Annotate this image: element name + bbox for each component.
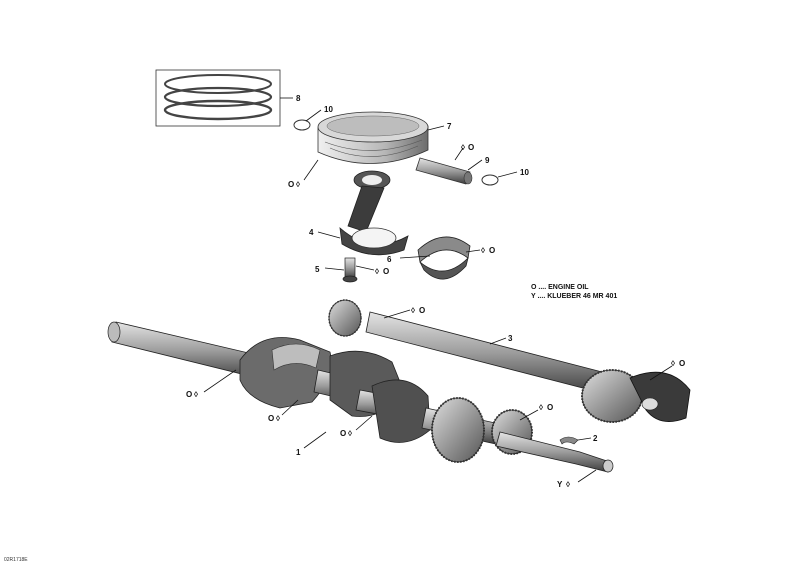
legend-klueber: Y .... KLUEBER 46 MR 401	[531, 293, 617, 300]
lube-mark-bolt: O	[383, 267, 389, 276]
balance-shaft-part	[328, 299, 691, 423]
oil-drop-icon: ◊	[539, 403, 543, 412]
lube-mark-klueber: Y	[557, 480, 563, 489]
woodruff-key-part	[559, 436, 579, 445]
oil-drop-icon: ◊	[375, 267, 379, 276]
lube-mark-crank-gear: O	[547, 403, 553, 412]
oil-drop-icon: ◊	[566, 480, 570, 489]
callout-10-right: 10	[520, 168, 529, 177]
lube-mark-crank-main: O	[186, 390, 192, 399]
piston-part	[317, 111, 429, 164]
oil-drop-icon: ◊	[194, 390, 198, 399]
callout-5: 5	[315, 265, 320, 274]
piston-pin-part	[415, 157, 473, 185]
rod-bearing-part	[417, 236, 471, 280]
oil-drop-icon: ◊	[296, 180, 300, 189]
callout-8: 8	[296, 94, 301, 103]
callout-6: 6	[387, 255, 392, 264]
callout-7: 7	[447, 122, 452, 131]
oil-drop-icon: ◊	[671, 359, 675, 368]
callout-1: 1	[296, 448, 301, 457]
circlip-right-part	[481, 174, 499, 186]
callout-9: 9	[485, 156, 490, 165]
connecting-rod-part	[339, 170, 409, 256]
lube-mark-crank-journal: O	[340, 429, 346, 438]
lube-mark-crank-pin: O	[268, 414, 274, 423]
lubricant-legend: O .... ENGINE OIL Y .... KLUEBER 46 MR 4…	[531, 284, 617, 300]
lube-mark-balance-shaft-right: O	[679, 359, 685, 368]
crankshaft-part	[107, 321, 614, 473]
oil-drop-icon: ◊	[348, 429, 352, 438]
oil-drop-icon: ◊	[411, 306, 415, 315]
oil-drop-icon: ◊	[276, 414, 280, 423]
oil-drop-icon: ◊	[481, 246, 485, 255]
lube-mark-pin: O	[468, 143, 474, 152]
reference-code: 02R1718E	[4, 557, 28, 563]
callout-4: 4	[309, 228, 314, 237]
piston-rings-part	[155, 69, 281, 127]
callout-2: 2	[593, 434, 598, 443]
oil-drop-icon: ◊	[461, 143, 465, 152]
legend-engine-oil: O .... ENGINE OIL	[531, 284, 589, 291]
lube-mark-bearing: O	[489, 246, 495, 255]
callout-3: 3	[508, 334, 513, 343]
callout-10-left: 10	[324, 105, 333, 114]
lube-mark-piston: O	[288, 180, 294, 189]
lube-mark-balance-shaft-left: O	[419, 306, 425, 315]
rod-bolt-part	[342, 257, 358, 283]
circlip-left-part	[293, 119, 311, 131]
